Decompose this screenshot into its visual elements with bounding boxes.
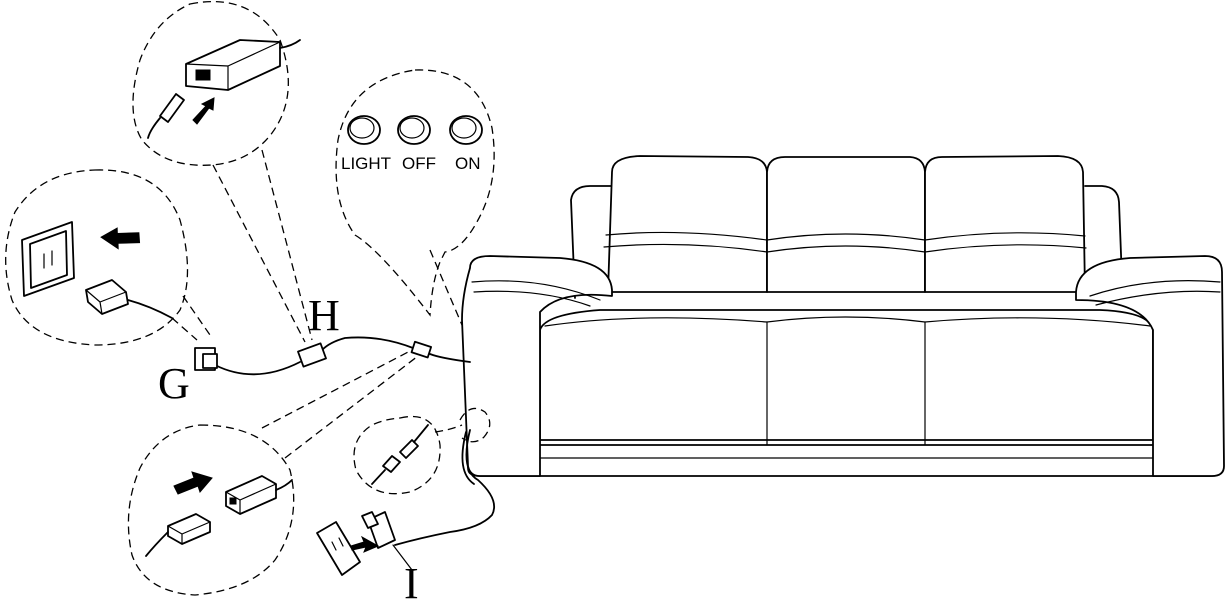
button-light[interactable]	[348, 116, 380, 144]
label-g: G	[158, 359, 190, 408]
seat-cushion	[540, 310, 1153, 440]
back-cushion-right	[925, 156, 1085, 292]
button-off-label: OFF	[402, 154, 436, 173]
arrow-to-outlet-icon	[99, 221, 142, 255]
callout-leader-top	[213, 150, 312, 342]
back-cushion-left	[608, 156, 767, 292]
arrow-join-icon	[174, 472, 212, 494]
wall-plug-cable	[128, 300, 172, 318]
cable-run	[195, 337, 494, 575]
button-off[interactable]	[398, 116, 430, 144]
inline-connector	[412, 342, 432, 358]
button-on[interactable]	[450, 116, 482, 144]
callout-adapter-detail	[133, 2, 312, 342]
callout-outline-small	[354, 417, 440, 494]
label-i: I	[404, 559, 419, 601]
dc-plug	[160, 94, 184, 122]
back-cushion-middle	[767, 157, 925, 292]
button-on-label: ON	[455, 154, 481, 173]
connector-plug-cable	[146, 532, 168, 556]
sofa	[462, 156, 1224, 476]
small-cable-b	[414, 425, 428, 442]
button-light-label: LIGHT	[341, 154, 391, 173]
small-cable-a	[372, 470, 385, 484]
wall-plug	[86, 280, 128, 314]
connector-socket-hole	[230, 498, 236, 504]
callout-leader-small	[435, 425, 462, 432]
wall-plug-g-body	[203, 354, 217, 368]
callout-leader-controls	[430, 250, 462, 325]
power-box-cable	[280, 40, 300, 48]
plug-i-head	[362, 512, 378, 528]
dc-plug-cable	[148, 118, 160, 138]
arrow-into-box-icon	[193, 98, 214, 124]
connector-socket-cable	[276, 480, 292, 490]
callout-wall-outlet	[6, 170, 210, 345]
callout-outline-bottom	[128, 425, 293, 595]
adapter-h	[298, 343, 326, 366]
cable-adapter-to-plug	[215, 362, 300, 374]
callout-leader-left	[172, 296, 210, 340]
label-h: H	[308, 291, 340, 340]
front-skirt	[468, 445, 1222, 476]
power-box-socket	[196, 70, 210, 80]
callout-leader-bottom	[262, 350, 418, 458]
small-plug-b	[400, 440, 418, 458]
